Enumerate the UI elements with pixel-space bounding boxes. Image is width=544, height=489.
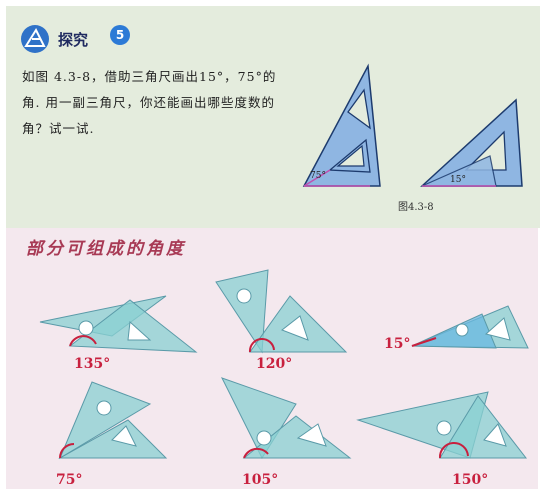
angle-label-120: 120° [256, 356, 293, 372]
figure-caption: 图4.3-8 [398, 202, 434, 213]
section-badge: 5 [110, 25, 130, 45]
explore-panel [6, 6, 540, 228]
problem-text: 如图 4.3-8，借助三角尺画出15°，75°的角. 用一副三角尺，你还能画出哪… [22, 69, 277, 136]
figure-triangles: 75° 15° [302, 63, 523, 187]
angle-label-150: 150° [452, 472, 489, 488]
combinations-title: 部分可组成的角度 [26, 239, 186, 259]
explore-title: 探究 [58, 31, 89, 49]
figure-angle-15: 15° [450, 175, 466, 185]
angle-label-75: 75° [56, 472, 83, 488]
angle-label-15: 15° [384, 336, 411, 352]
figure-angle-75: 75° [310, 171, 326, 181]
angle-label-135: 135° [74, 356, 111, 372]
set-square-75 [302, 63, 381, 187]
explore-logo-icon [21, 25, 49, 53]
angle-label-105: 105° [242, 472, 279, 488]
set-square-15 [420, 98, 523, 187]
